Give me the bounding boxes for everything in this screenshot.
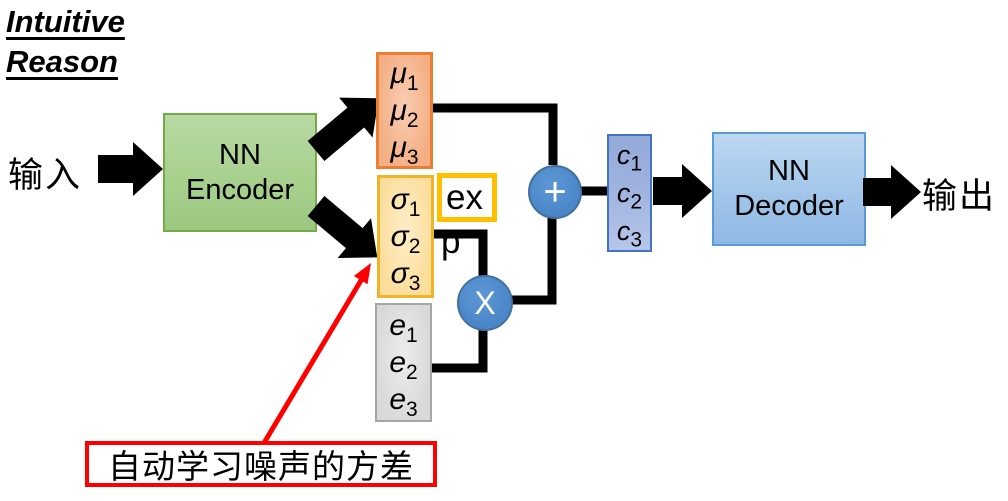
c-row-2: c2	[616, 178, 643, 214]
encoder-to-mu-arrow-icon	[307, 97, 379, 161]
c-to-decoder-arrow-icon	[653, 164, 712, 218]
input-label: 输入	[8, 156, 83, 195]
decoder-label-line1: NN	[768, 155, 810, 187]
mu-row-2: μ2	[390, 94, 419, 132]
plus-operator-node: +	[528, 165, 582, 219]
mu-to-plus-connector	[427, 103, 558, 165]
page-title: Intuitive Reason	[6, 2, 125, 82]
encoder-to-sigma-arrow-icon	[307, 196, 378, 259]
sigma-vector-box: σ1 σ2 σ3	[377, 175, 434, 298]
times-to-plus-connector	[508, 215, 557, 305]
mu-row-3: μ3	[390, 131, 419, 169]
times-icon: X	[474, 284, 496, 321]
encoder-label-line1: NN	[219, 138, 261, 171]
annotation-callout: 自动学习噪声的方差	[85, 441, 437, 487]
annotation-arrow-line	[261, 270, 369, 445]
sigma-row-1: σ1	[390, 183, 421, 221]
sigma-row-3: σ3	[390, 257, 421, 295]
output-label: 输出	[922, 177, 997, 216]
mu-vector-box: μ1 μ2 μ3	[376, 52, 433, 169]
decoder-label-line2: Decoder	[734, 190, 844, 222]
exp-label-line1: ex	[446, 177, 483, 217]
c-row-3: c3	[616, 216, 643, 252]
e-row-2: e2	[389, 346, 418, 384]
title-line-2: Reason	[6, 44, 118, 79]
input-arrow-icon	[98, 142, 163, 196]
e-to-times-connector	[427, 328, 488, 373]
plus-icon: +	[543, 169, 567, 214]
title-line-1: Intuitive	[6, 4, 125, 39]
noise-vector-box: e1 e2 e3	[375, 303, 432, 422]
sigma-row-2: σ2	[390, 220, 421, 258]
mu-row-1: μ1	[390, 57, 419, 95]
code-vector-box: c1 c2 c3	[607, 134, 652, 252]
c-row-1: c1	[616, 140, 643, 176]
decoder-to-output-arrow-icon	[863, 165, 921, 219]
encoder-label-line2: Encoder	[185, 173, 294, 206]
e-row-1: e1	[389, 309, 418, 347]
annotation-text: 自动学习噪声的方差	[108, 448, 414, 485]
nn-encoder-box: NN Encoder	[163, 113, 317, 232]
annotation-arrowhead-icon	[353, 263, 371, 285]
sigma-to-times-connector	[427, 229, 488, 276]
exp-label-box: ex	[437, 173, 497, 222]
times-operator-node: X	[457, 275, 513, 331]
e-row-3: e3	[389, 383, 418, 421]
